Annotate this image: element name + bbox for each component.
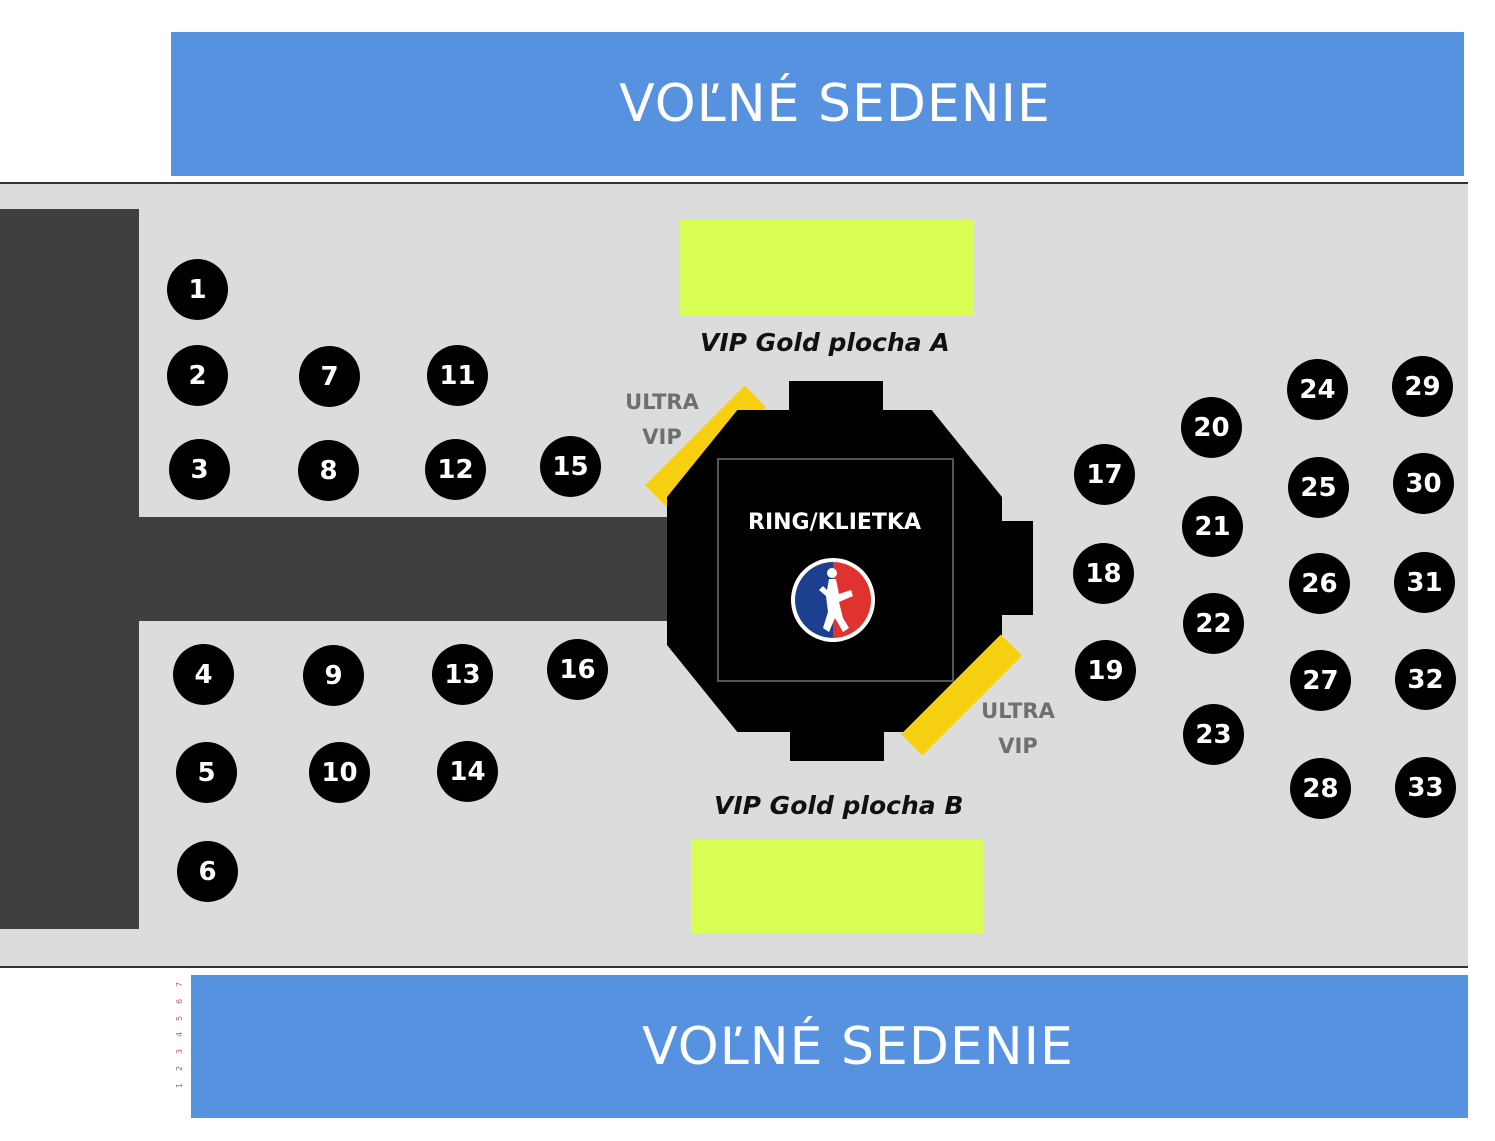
table-32[interactable]: 32 [1395, 649, 1456, 710]
ring-label: RING/KLIETKA [748, 510, 921, 535]
table-19[interactable]: 19 [1075, 640, 1136, 701]
vip-gold-area-a[interactable] [680, 220, 973, 315]
edge-tick: 7 [175, 981, 185, 988]
ultra-vip-label-2: ULTRA VIP [968, 694, 1068, 764]
table-18[interactable]: 18 [1073, 543, 1134, 604]
ultra-vip-label-1-line1: ULTRA [625, 390, 699, 414]
stage-vertical [0, 209, 139, 929]
table-14[interactable]: 14 [437, 741, 498, 802]
table-26[interactable]: 26 [1289, 553, 1350, 614]
vip-gold-area-b-label: VIP Gold plocha B [714, 791, 964, 820]
stage-walkway [137, 517, 677, 621]
table-33[interactable]: 33 [1395, 757, 1456, 818]
edge-tick: 5 [175, 1015, 185, 1021]
edge-tick: 1 [175, 1082, 185, 1089]
free-seating-top-banner: VOĽNÉ SEDENIE [171, 32, 1464, 176]
table-4[interactable]: 4 [173, 644, 234, 705]
ring-entry-top [789, 381, 883, 416]
table-27[interactable]: 27 [1290, 650, 1351, 711]
table-17[interactable]: 17 [1074, 444, 1135, 505]
edge-tick-scale: 1 2 3 4 5 6 7 [174, 980, 186, 1090]
ultra-vip-label-1-line2: VIP [642, 425, 682, 449]
table-28[interactable]: 28 [1290, 758, 1351, 819]
table-7[interactable]: 7 [299, 346, 360, 407]
free-seating-bottom-banner: VOĽNÉ SEDENIE [191, 975, 1468, 1118]
table-10[interactable]: 10 [309, 742, 370, 803]
vip-gold-area-b[interactable] [691, 840, 983, 933]
ring-entry-bottom [790, 726, 884, 761]
ring-entry-right [998, 521, 1033, 615]
table-30[interactable]: 30 [1393, 453, 1454, 514]
table-21[interactable]: 21 [1182, 496, 1243, 557]
fighter-logo-icon [791, 558, 875, 642]
table-22[interactable]: 22 [1183, 593, 1244, 654]
ultra-vip-label-2-line2: VIP [998, 734, 1038, 758]
table-11[interactable]: 11 [427, 345, 488, 406]
edge-tick: 2 [175, 1066, 185, 1072]
table-5[interactable]: 5 [176, 742, 237, 803]
table-29[interactable]: 29 [1392, 356, 1453, 417]
table-8[interactable]: 8 [298, 440, 359, 501]
table-23[interactable]: 23 [1183, 704, 1244, 765]
edge-tick: 6 [175, 998, 185, 1004]
table-16[interactable]: 16 [547, 639, 608, 700]
table-25[interactable]: 25 [1288, 457, 1349, 518]
ultra-vip-label-2-line1: ULTRA [981, 699, 1055, 723]
free-seating-bottom-label: VOĽNÉ SEDENIE [642, 1016, 1074, 1077]
edge-tick: 4 [175, 1032, 185, 1038]
ultra-vip-label-1: ULTRA VIP [612, 385, 712, 455]
table-9[interactable]: 9 [303, 645, 364, 706]
table-31[interactable]: 31 [1394, 552, 1455, 613]
table-1[interactable]: 1 [167, 259, 228, 320]
vip-gold-area-a-label: VIP Gold plocha A [700, 328, 950, 357]
table-12[interactable]: 12 [425, 439, 486, 500]
table-13[interactable]: 13 [432, 644, 493, 705]
free-seating-top-label: VOĽNÉ SEDENIE [619, 74, 1051, 134]
table-20[interactable]: 20 [1181, 397, 1242, 458]
table-24[interactable]: 24 [1287, 359, 1348, 420]
edge-tick: 3 [175, 1049, 185, 1055]
table-2[interactable]: 2 [167, 345, 228, 406]
table-15[interactable]: 15 [540, 436, 601, 497]
ring-inner-square [717, 458, 954, 682]
table-3[interactable]: 3 [169, 439, 230, 500]
table-6[interactable]: 6 [177, 841, 238, 902]
